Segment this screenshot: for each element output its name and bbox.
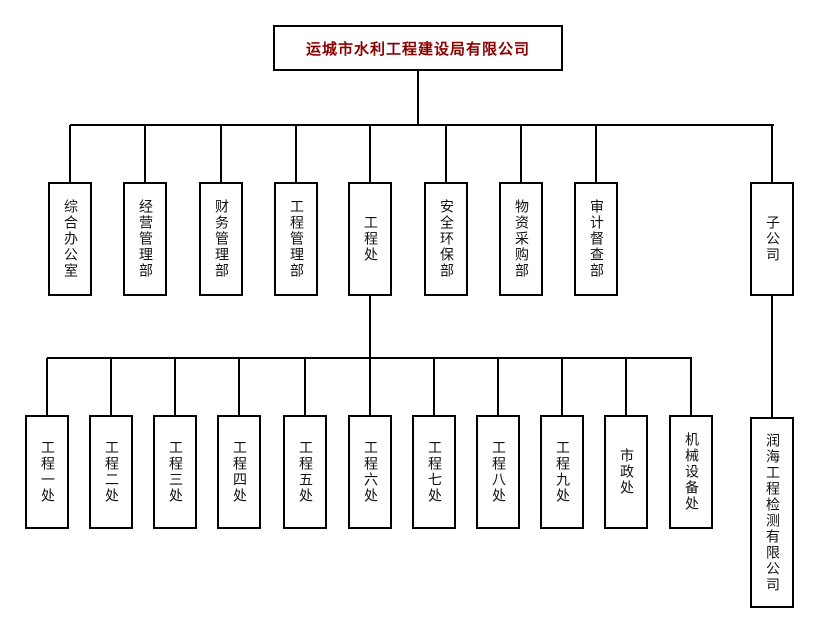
dept-drop-line <box>771 125 773 182</box>
division-drop-line <box>238 358 240 415</box>
department-label: 综合办公室 <box>62 199 78 279</box>
department-label: 审计督查部 <box>588 199 604 279</box>
dept-bus-line <box>70 124 774 126</box>
division-drop-line <box>174 358 176 415</box>
division-box: 工程九处 <box>540 415 584 529</box>
root-connector <box>417 71 419 125</box>
division-drop-line <box>561 358 563 415</box>
division-box: 机械设备处 <box>669 415 713 529</box>
division-drop-line <box>369 358 371 415</box>
department-box: 工程处 <box>348 182 392 296</box>
division-box: 工程五处 <box>283 415 327 529</box>
subsidiary-company-label: 润海工程检测有限公司 <box>764 432 780 593</box>
division-drop-line <box>110 358 112 415</box>
division-box: 工程二处 <box>89 415 133 529</box>
division-label: 市政处 <box>618 448 634 496</box>
department-box: 子公司 <box>750 182 794 296</box>
department-box: 财务管理部 <box>199 182 243 296</box>
department-box: 物资采购部 <box>499 182 543 296</box>
dept-drop-line <box>220 125 222 182</box>
department-label: 工程管理部 <box>288 199 304 279</box>
division-label: 工程九处 <box>554 440 570 504</box>
department-label: 安全环保部 <box>438 199 454 279</box>
division-drop-line <box>625 358 627 415</box>
division-label: 工程五处 <box>297 440 313 504</box>
division-box: 工程一处 <box>25 415 69 529</box>
engineering-connector <box>369 296 371 358</box>
dept-drop-line <box>69 125 71 182</box>
division-label: 工程一处 <box>39 440 55 504</box>
department-box: 审计督查部 <box>574 182 618 296</box>
subsidiary-company-box: 润海工程检测有限公司 <box>750 417 794 608</box>
division-drop-line <box>304 358 306 415</box>
department-box: 经营管理部 <box>123 182 167 296</box>
division-box: 工程六处 <box>348 415 392 529</box>
department-box: 安全环保部 <box>424 182 468 296</box>
dept-drop-line <box>144 125 146 182</box>
division-label: 工程七处 <box>426 440 442 504</box>
division-box: 工程四处 <box>217 415 261 529</box>
division-label: 机械设备处 <box>683 432 699 512</box>
department-label: 经营管理部 <box>137 199 153 279</box>
division-drop-line <box>433 358 435 415</box>
dept-drop-line <box>445 125 447 182</box>
department-box: 综合办公室 <box>48 182 92 296</box>
division-label: 工程四处 <box>231 440 247 504</box>
division-drop-line <box>497 358 499 415</box>
division-box: 市政处 <box>604 415 648 529</box>
dept-drop-line <box>520 125 522 182</box>
subsidiary-connector <box>771 296 773 418</box>
division-label: 工程二处 <box>103 440 119 504</box>
division-label: 工程三处 <box>167 440 183 504</box>
division-label: 工程八处 <box>490 440 506 504</box>
dept-drop-line <box>595 125 597 182</box>
department-label: 子公司 <box>764 215 780 263</box>
department-box: 工程管理部 <box>274 182 318 296</box>
dept-drop-line <box>295 125 297 182</box>
root-company-box: 运城市水利工程建设局有限公司 <box>273 25 563 71</box>
department-label: 财务管理部 <box>213 199 229 279</box>
division-drop-line <box>690 358 692 415</box>
department-label: 工程处 <box>362 215 378 263</box>
division-drop-line <box>46 358 48 415</box>
division-box: 工程八处 <box>476 415 520 529</box>
dept-drop-line <box>369 125 371 182</box>
root-company-label: 运城市水利工程建设局有限公司 <box>305 39 530 58</box>
division-label: 工程六处 <box>362 440 378 504</box>
division-box: 工程七处 <box>412 415 456 529</box>
division-box: 工程三处 <box>153 415 197 529</box>
department-label: 物资采购部 <box>513 199 529 279</box>
division-bus-line <box>47 357 692 359</box>
